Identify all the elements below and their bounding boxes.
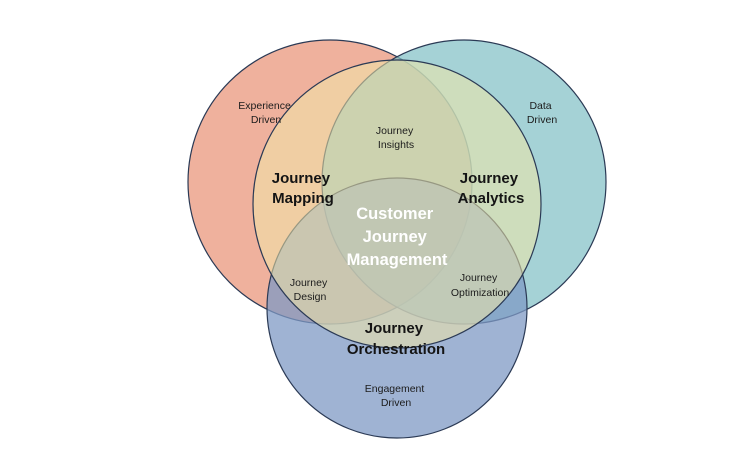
journey-orchestration-label: Journey Orchestration — [347, 320, 445, 358]
journey-optimization-label: Journey Optimization — [451, 272, 510, 299]
journey-insights-label: Journey Insights — [376, 125, 416, 151]
journey-mapping-label: Journey Mapping — [272, 170, 335, 207]
customer-journey-management-label: Customer Journey Management — [347, 205, 448, 269]
journey-analytics-label: Journey Analytics — [458, 170, 525, 207]
engagement-driven-label: Engagement Driven — [365, 383, 427, 409]
customer-journey-circle — [252, 59, 542, 349]
journey-design-label: Journey Design — [290, 277, 330, 303]
data-driven-label: Data Driven — [527, 100, 558, 126]
experience-driven-label: Experience Driven — [238, 100, 293, 126]
